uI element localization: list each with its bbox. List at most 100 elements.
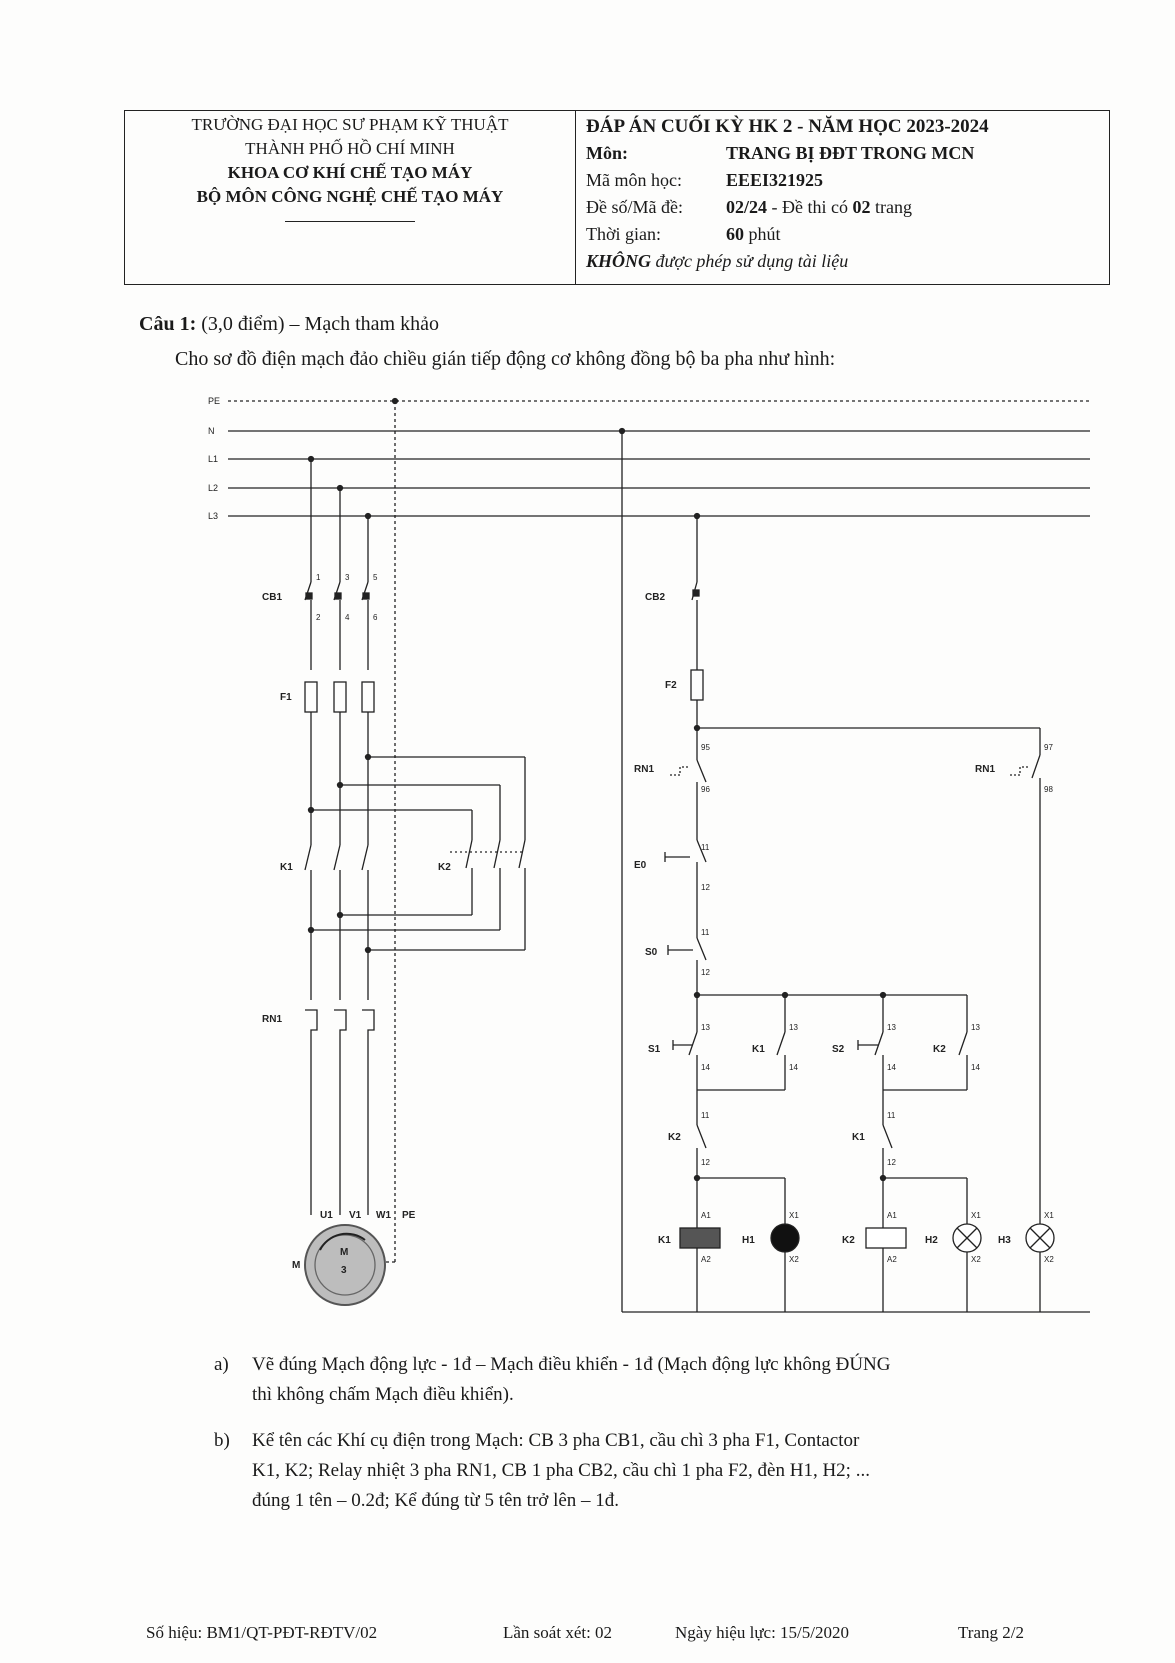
answer-b-label: b): [214, 1430, 230, 1451]
header-table: TRƯỜNG ĐẠI HỌC SƯ PHẠM KỸ THUẬT THÀNH PH…: [124, 110, 1110, 285]
svg-text:6: 6: [373, 613, 378, 622]
svg-text:11: 11: [701, 843, 710, 852]
svg-text:S0: S0: [645, 947, 658, 958]
svg-text:13: 13: [789, 1023, 798, 1032]
svg-text:A2: A2: [887, 1255, 897, 1264]
svg-text:RN1: RN1: [975, 764, 995, 775]
svg-text:3: 3: [341, 1265, 347, 1276]
h1-lamp: H1 X1 X2: [742, 1178, 800, 1312]
svg-text:12: 12: [701, 968, 710, 977]
svg-text:K2: K2: [933, 1044, 946, 1055]
svg-text:K2: K2: [668, 1132, 681, 1143]
footer-code: Số hiệu: BM1/QT-PĐT-RĐTV/02: [146, 1623, 378, 1642]
svg-text:U1: U1: [320, 1210, 333, 1221]
k2-coil: K2 A1 A2: [842, 1178, 907, 1312]
answer-a: a) Vẽ đúng Mạch động lực - 1đ – Mạch điề…: [214, 1350, 1104, 1410]
rail-label-l1: L1: [208, 454, 218, 464]
rail-label-l2: L2: [208, 483, 218, 493]
svg-text:97: 97: [1044, 743, 1053, 752]
k1-coil: K1 A1 A2: [658, 1178, 721, 1312]
svg-text:H3: H3: [998, 1235, 1011, 1246]
svg-text:K1: K1: [852, 1132, 865, 1143]
svg-text:13: 13: [887, 1023, 896, 1032]
faculty-name: KHOA CƠ KHÍ CHẾ TẠO MÁY: [227, 163, 473, 182]
svg-text:12: 12: [701, 883, 710, 892]
h3-lamp: H3 X1 X2: [998, 1200, 1055, 1312]
footer-page-number: Trang 2/2: [958, 1623, 1024, 1642]
footer-revision: Lần soát xét: 02: [503, 1623, 613, 1642]
rn1-aux-contact-no: RN1 97 98: [975, 743, 1053, 1200]
svg-text:95: 95: [701, 743, 710, 752]
svg-text:CB2: CB2: [645, 592, 665, 603]
svg-text:96: 96: [701, 785, 710, 794]
svg-text:K1: K1: [658, 1235, 671, 1246]
answer-b: b) Kể tên các Khí cụ điện trong Mạch: CB…: [214, 1426, 1104, 1516]
s1-forward-button: S1 13 14: [648, 995, 710, 1100]
svg-text:CB1: CB1: [262, 592, 282, 603]
footer-effective-date: Ngày hiệu lực: 15/5/2020: [675, 1623, 849, 1642]
answer-b-line1: Kể tên các Khí cụ điện trong Mạch: CB 3 …: [252, 1430, 860, 1451]
k1-interlock-contact: K1 11 12: [852, 1100, 896, 1178]
svg-text:14: 14: [789, 1063, 798, 1072]
svg-text:3: 3: [345, 573, 350, 582]
answer-a-label: a): [214, 1354, 229, 1375]
time-value: 60: [726, 224, 744, 244]
svg-text:11: 11: [701, 928, 710, 937]
svg-text:14: 14: [887, 1063, 896, 1072]
subject-value: TRANG BỊ ĐĐT TRONG MCN: [726, 143, 975, 163]
f1-fuses: F1: [280, 681, 375, 810]
answer-b-line2: K1, K2; Relay nhiệt 3 pha RN1, CB 1 pha …: [252, 1460, 870, 1481]
control-circuit: CB2 F2 RN1 95 96 RN1 97 98: [618, 427, 1090, 1313]
rail-label-l3: L3: [208, 511, 218, 521]
svg-text:X2: X2: [971, 1255, 981, 1264]
svg-text:K2: K2: [842, 1235, 855, 1246]
k2-interlock-contact: K2 11 12: [668, 1100, 710, 1178]
svg-text:H2: H2: [925, 1235, 938, 1246]
s2-reverse-button: S2 13 14: [832, 995, 896, 1100]
subject-row: Môn: TRANG BỊ ĐĐT TRONG MCN: [586, 140, 1109, 167]
svg-text:K2: K2: [438, 862, 451, 873]
k1-main-contacts: K1: [280, 810, 369, 1000]
time-row: Thời gian: 60 phút: [586, 221, 1109, 248]
cb2-breaker: CB2: [645, 581, 700, 670]
svg-text:K1: K1: [752, 1044, 765, 1055]
svg-text:14: 14: [971, 1063, 980, 1072]
svg-text:X1: X1: [1044, 1211, 1054, 1220]
question-label: Câu 1:: [139, 313, 197, 335]
svg-text:H1: H1: [742, 1235, 755, 1246]
code-row: Mã môn học: EEEI321925: [586, 167, 1109, 194]
question-points: (3,0 điểm) – Mạch tham khảo: [201, 313, 439, 335]
svg-text:11: 11: [887, 1111, 896, 1120]
svg-text:RN1: RN1: [634, 764, 654, 775]
svg-text:14: 14: [701, 1063, 710, 1072]
header-divider: [285, 221, 415, 222]
svg-text:E0: E0: [634, 860, 647, 871]
svg-text:A1: A1: [887, 1211, 897, 1220]
svg-text:4: 4: [345, 613, 350, 622]
time-label: Thời gian:: [586, 224, 662, 244]
exam-number-value: 02/24: [726, 197, 768, 217]
f2-fuse: F2: [665, 669, 704, 728]
svg-text:X2: X2: [1044, 1255, 1054, 1264]
svg-text:A1: A1: [701, 1211, 711, 1220]
svg-text:12: 12: [887, 1158, 896, 1167]
code-label: Mã môn học:: [586, 170, 682, 190]
svg-text:PE: PE: [402, 1210, 416, 1221]
svg-text:S2: S2: [832, 1044, 845, 1055]
svg-text:12: 12: [701, 1158, 710, 1167]
rail-label-n: N: [208, 426, 215, 436]
materials-note: KHÔNG được phép sử dụng tài liệu: [586, 248, 1109, 275]
subject-label: Môn:: [586, 143, 628, 163]
materials-note-text: được phép sử dụng tài liệu: [655, 251, 849, 271]
k1-hold-contact: K1 13 14: [697, 995, 798, 1091]
svg-text:S1: S1: [648, 1044, 661, 1055]
answer-a-line2: thì không chấm Mạch điều khiển).: [252, 1384, 514, 1405]
svg-text:A2: A2: [701, 1255, 711, 1264]
k2-hold-contact: K2 13 14: [883, 995, 980, 1091]
cb1-breaker: CB1 1 3 5 2 4 6: [262, 573, 378, 670]
svg-text:13: 13: [971, 1023, 980, 1032]
k2-main-contacts: K2: [438, 839, 526, 880]
materials-note-bold: KHÔNG: [586, 251, 652, 271]
question-heading: Câu 1: (3,0 điểm) – Mạch tham khảo: [139, 313, 439, 336]
svg-text:X1: X1: [789, 1211, 799, 1220]
